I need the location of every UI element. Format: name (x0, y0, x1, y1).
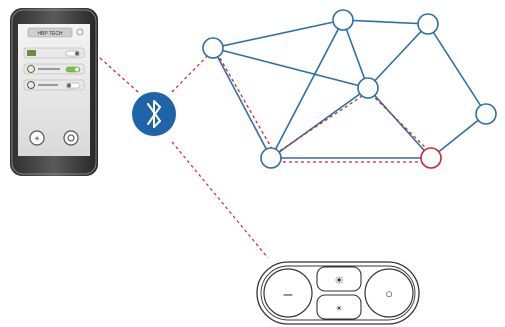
bulb-icon (27, 65, 35, 73)
mesh-link (430, 113, 487, 159)
sun-symbol: ☀ (334, 275, 344, 287)
highlighted-route (216, 52, 431, 163)
mesh-node (357, 77, 379, 99)
mesh-link (342, 19, 369, 89)
mesh-node (475, 103, 497, 125)
bluetooth-to-node-line (171, 49, 214, 93)
power-icon (27, 81, 35, 89)
app-row[interactable] (23, 79, 85, 91)
mesh-nodes (202, 9, 497, 169)
phone-to-bluetooth-line (99, 57, 139, 93)
bluetooth-icon (147, 100, 161, 128)
dashed-connections (99, 49, 269, 259)
minus-button[interactable] (263, 268, 313, 318)
lamp-icon (27, 50, 36, 56)
mesh-link (367, 23, 429, 89)
smartphone: HBP TECH ☀ (10, 8, 98, 176)
mesh-node (417, 13, 439, 35)
power-button[interactable] (63, 130, 79, 146)
brightness-down-button[interactable] (316, 294, 362, 320)
mesh-link (270, 19, 344, 159)
app-row[interactable] (23, 63, 85, 75)
mesh-link (212, 47, 369, 89)
brightness-up-button[interactable] (316, 266, 362, 292)
app-title-bar (27, 27, 73, 38)
target-mesh-node (420, 147, 442, 169)
route-segment (274, 93, 366, 155)
mesh-link (342, 19, 429, 25)
app-title: HBP TECH (37, 31, 62, 37)
mesh-links (212, 19, 487, 159)
mesh-link (367, 87, 432, 159)
settings-icon[interactable] (76, 28, 84, 36)
bluetooth-badge (132, 92, 176, 136)
mesh-link (427, 23, 487, 115)
small-sun-symbol: ☀ (335, 304, 342, 313)
sun-icon: ☀ (34, 135, 40, 143)
app-row[interactable] (23, 47, 85, 59)
mesh-node (202, 37, 224, 59)
mesh-link (212, 47, 272, 159)
route-segment (216, 52, 276, 155)
sun-button[interactable] (29, 130, 45, 146)
power-button-icon (67, 134, 75, 142)
mesh-link (212, 19, 344, 49)
bluetooth-to-remote-line (171, 141, 269, 259)
remote-control: – ☀ ☀ ○ (256, 261, 420, 325)
circle-symbol: ○ (385, 286, 393, 301)
mesh-node (332, 9, 354, 31)
minus-symbol: – (284, 286, 293, 303)
power-circle-button[interactable] (364, 268, 414, 318)
route-segment (370, 93, 431, 153)
mesh-node (260, 147, 282, 169)
